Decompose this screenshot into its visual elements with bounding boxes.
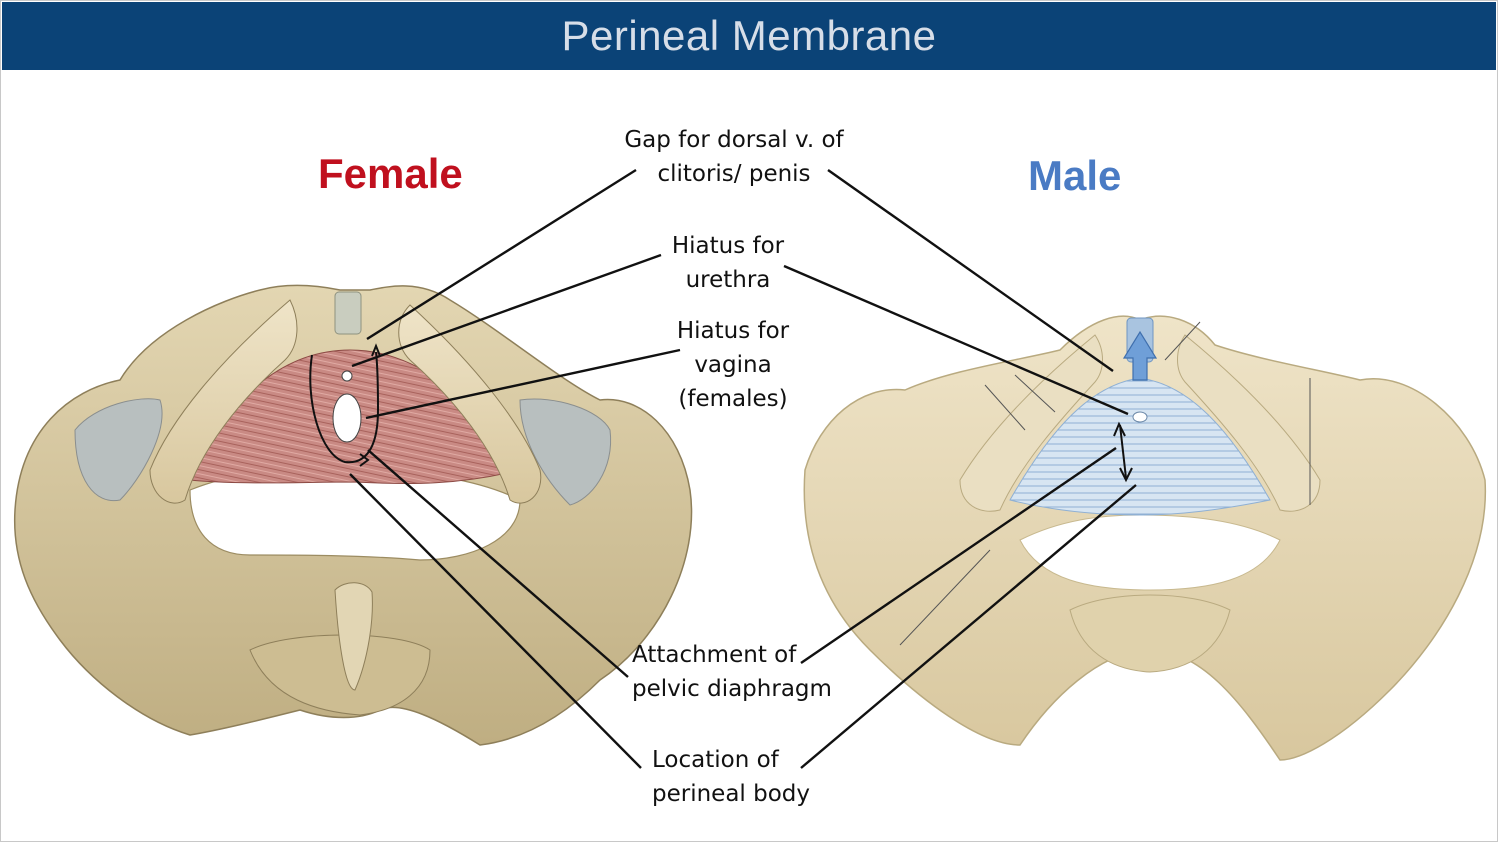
up-arrow-icon (1122, 330, 1158, 381)
leader-lines (349, 168, 1137, 769)
female-pelvis (13, 284, 693, 746)
male-pelvis (803, 315, 1487, 761)
callout-perineal-body: Location of perineal body (652, 747, 811, 807)
callout-urethra: Hiatus for urethra (671, 233, 785, 293)
male-label: Male (1028, 152, 1122, 199)
female-label: Female (318, 150, 463, 197)
callout-dorsal-vein: Gap for dorsal v. of clitoris/ penis (624, 127, 844, 187)
callout-vagina: Hiatus for vagina (females) (676, 318, 790, 412)
callout-pelvic-diaphragm: Attachment of pelvic diaphragm (632, 642, 832, 702)
title-bar: Perineal Membrane (2, 2, 1496, 70)
page-title: Perineal Membrane (561, 12, 937, 59)
